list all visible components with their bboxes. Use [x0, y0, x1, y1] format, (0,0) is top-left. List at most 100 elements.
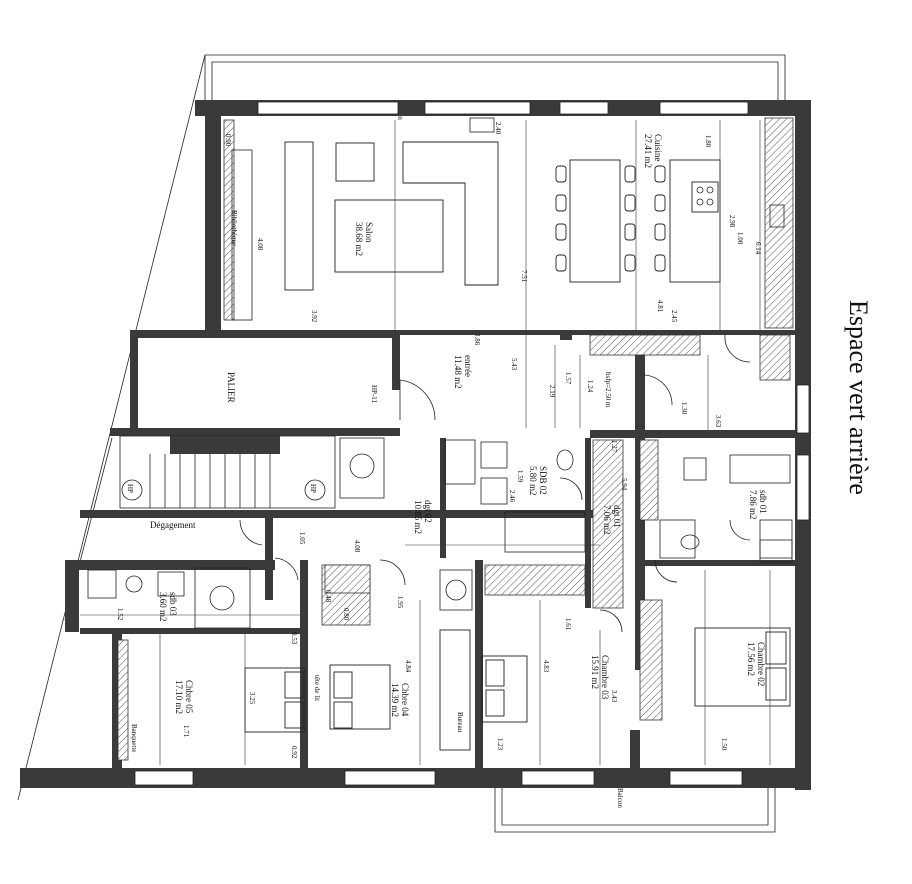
dim-label: 1.61: [564, 618, 572, 631]
palier-area: PALIER HP HP HP-11: [119, 372, 385, 509]
salon-area: Salon 38.68 m2 Bibliothèque: [223, 117, 527, 330]
cuisine-area: 27.41 m2: [643, 134, 653, 168]
dim-label: 4.81: [656, 300, 664, 313]
dim-label: 2.45: [670, 310, 678, 323]
sdb-03-area: sdb 03 3.60 m2: [87, 567, 251, 629]
dim-label: 5.43: [510, 358, 518, 371]
dim-label: 3.86: [473, 333, 481, 346]
dim-label: 4.08: [353, 540, 361, 553]
salon-name: Salon: [364, 222, 374, 243]
dim-label: 1.71: [182, 725, 190, 738]
dim-label: 1.59: [516, 470, 524, 483]
hp-label-right: HP: [309, 484, 317, 493]
dim-label: 0.90: [224, 134, 232, 147]
dim-label: 4.08: [256, 238, 264, 251]
chbre-04-name: Chbre 04: [400, 683, 410, 717]
dim-label: 3.92: [310, 310, 318, 323]
dgt-02-name: dgt 02: [423, 500, 433, 523]
chambre-02-name: Chambre 02: [756, 642, 766, 686]
sdb-03-name: sdb 03: [168, 592, 178, 616]
dim-label: 2.40: [494, 122, 502, 135]
sdb-03-area: 3.60 m2: [158, 592, 168, 622]
bureau-label: Bureau: [456, 712, 464, 733]
degagement-label: Dégagement: [150, 520, 196, 530]
cuisine-name: Cuisine: [653, 134, 663, 162]
dining-chairs-left: [555, 165, 567, 272]
sdb-01-area: sdb 01 7.86 m2: [639, 439, 791, 550]
sdb-02-area: SDB 02 5.80 m2: [444, 439, 586, 553]
windows-top: [257, 101, 749, 115]
chbre-05-name: Chbre 05: [184, 680, 194, 714]
dgt-01-area: dgt 01 7.06 m2 hsfp=2.50 m: [592, 372, 624, 609]
windows-bottom: [134, 770, 743, 786]
dim-label: 2.98: [728, 215, 736, 228]
balcony-bottom: Balcon: [494, 780, 776, 833]
dim-label: 6.14: [754, 242, 762, 255]
dim-label: 1.80: [704, 135, 712, 148]
stair-treads: [149, 454, 271, 508]
dim-label: 1.50: [720, 738, 728, 751]
chbre-05-area: Chbre 05 17.10 m2 Banquette: [117, 639, 306, 761]
dim-label: 0.53: [290, 632, 298, 645]
chambre-03-area: 15.91 m2: [590, 655, 600, 689]
palier-label: PALIER: [226, 372, 236, 403]
entree-area: entrée 11.48 m2: [399, 355, 473, 421]
banquette-label: Banquette: [130, 724, 138, 752]
dim-label: 1.52: [116, 608, 124, 621]
dim-label: 4.84: [404, 660, 412, 673]
dgt-02-area: dgt 02 10.85 m2: [413, 500, 433, 534]
bibliotheque-label: Bibliothèque: [230, 210, 238, 246]
dim-label: 1.24: [586, 380, 594, 393]
garden-title: Espace vert arrière: [844, 300, 873, 495]
hp-label-left: HP: [126, 484, 134, 493]
dining-chairs-right: [624, 165, 636, 272]
chambre-03-name: Chambre 03: [600, 655, 610, 700]
balcony-bottom-label: Balcon: [616, 788, 624, 808]
salon-area: 38.68 m2: [354, 222, 364, 256]
entree-name: entrée: [463, 355, 473, 377]
chambre-02-area: 17.56 m2: [746, 642, 756, 676]
closets: [324, 334, 793, 594]
entree-area: 11.48 m2: [453, 355, 463, 389]
dgt-02-area: 10.85 m2: [413, 500, 423, 534]
kitchen-area: Cuisine 27.41 m2: [555, 117, 794, 329]
island-stools: [654, 165, 666, 272]
dgt-01-area: 7.06 m2: [602, 505, 612, 535]
sdb-02-area: 5.80 m2: [528, 466, 538, 496]
dim-label: 1.23: [496, 738, 504, 751]
dim-label: 4.83: [542, 660, 550, 673]
sdb-01-name: sdb 01: [758, 490, 768, 514]
hsfp-label: hsfp=2.50 m: [604, 372, 612, 408]
dgt-01-name: dgt 01: [612, 505, 622, 528]
boundary-line-outer: [17, 54, 206, 801]
sdb-01-area: 7.86 m2: [748, 490, 758, 520]
chambre-03-area: Chambre 03 15.91 m2: [481, 564, 610, 723]
hp-11-label: HP-11: [370, 385, 378, 404]
dim-label: 1.00: [736, 232, 744, 245]
windows-right: [796, 384, 810, 521]
dim-label: 0.80: [342, 608, 350, 621]
bureau-area: Bureau: [439, 569, 473, 751]
dim-label: 2.46: [508, 490, 516, 503]
chambre-02-area: Chambre 02 17.56 m2: [639, 539, 793, 721]
dim-label: 1.95: [396, 596, 404, 609]
door-swings: [379, 334, 751, 633]
dim-label: 1.30: [680, 402, 688, 415]
dim-label: 1.57: [564, 372, 572, 385]
tete-de-lit-label: tête de lit: [313, 675, 321, 701]
chbre-05-area: 17.10 m2: [174, 680, 184, 714]
dim-label: 7.51: [520, 270, 528, 283]
sdb-02-name: SDB 02: [538, 466, 548, 495]
dimension-lines: [80, 120, 771, 765]
dim-label: 3.63: [714, 415, 722, 428]
cooktop: [691, 181, 719, 213]
dim-label: 1.05: [298, 532, 306, 545]
dim-label: 3.43: [610, 690, 618, 703]
dim-label: 5.94: [620, 478, 628, 491]
dim-label: 1.27: [610, 440, 618, 453]
dim-label: 0.92: [290, 746, 298, 759]
degagement-area: Dégagement: [150, 519, 299, 581]
dimension-labels: 0.90 2.40 4.08 3.92 7.51 1.80 2.98 1.00 …: [116, 122, 762, 759]
chbre-04-area: 14.39 m2: [390, 683, 400, 717]
